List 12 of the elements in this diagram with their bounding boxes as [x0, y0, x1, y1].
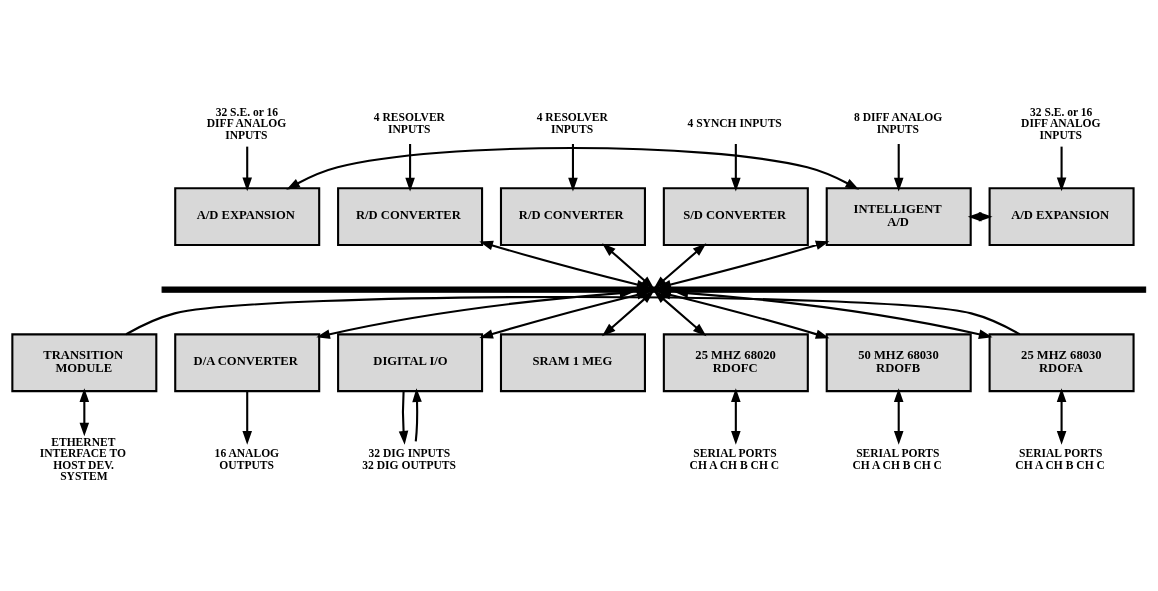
- node-text: ETHERNET INTERFACE TO HOST DEV. SYSTEM: [39, 435, 126, 483]
- node-text: 32 S.E. or 16 DIFF ANALOG INPUTS: [1021, 105, 1101, 141]
- node-text: 32 S.E. or 16 DIFF ANALOG INPUTS: [206, 105, 287, 141]
- node-text: 32 DIG INPUTS 32 DIG OUTPUTS: [362, 447, 456, 471]
- node-text: 8 DIFF ANALOG INPUTS: [854, 111, 943, 135]
- node-text: SERIAL PORTS CH A CH B CH C: [852, 447, 942, 471]
- node-text: SERIAL PORTS CH A CH B CH C: [689, 447, 780, 471]
- node-text: 4 RESOLVER INPUTS: [536, 111, 608, 135]
- node-text: 16 ANALOG OUTPUTS: [214, 447, 280, 471]
- node-text: 4 SYNCH INPUTS: [687, 116, 782, 129]
- node-text: 4 RESOLVER INPUTS: [373, 111, 445, 135]
- node-text: SERIAL PORTS CH A CH B CH C: [1015, 447, 1105, 471]
